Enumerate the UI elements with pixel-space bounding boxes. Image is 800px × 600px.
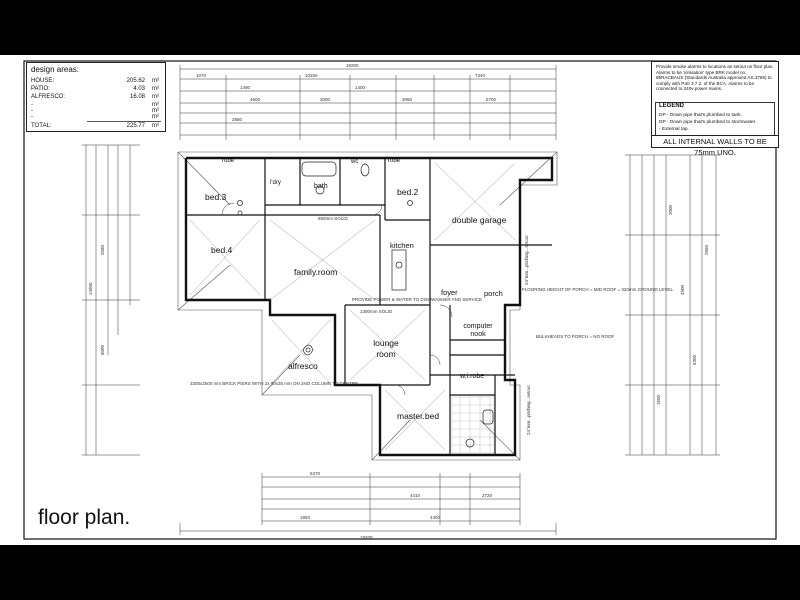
robe-door-note: 1300mm SOLID <box>360 309 393 314</box>
internal-walls <box>186 158 552 455</box>
dim-5700: 5700 <box>486 97 497 102</box>
dim-2650: 2650 <box>704 244 709 255</box>
dim-4500: 4500 <box>250 97 261 102</box>
design-areas-heading: design areas: <box>31 65 80 74</box>
legend-item-stormwater: DP - Down pipe that's plumbed to stormwa… <box>659 120 757 125</box>
room-label-family-room: family.room <box>294 267 338 277</box>
porch-height-note: FLOORING HEIGHT OF PORCH = MID ROOF = 32… <box>522 287 673 292</box>
kitchen-sink <box>395 261 403 269</box>
door-swings <box>221 202 453 396</box>
area-row-alfresco: ALFRESCO: 16.08 m² <box>31 94 159 100</box>
room-label-foyer: foyer <box>441 288 458 297</box>
legend-panel: LEGEND DP - Down pipe that's plumbed to … <box>655 102 775 138</box>
internal-walls-note: ALL INTERNAL WALLS TO BE 75mm UNO. <box>651 135 779 157</box>
legend-item-tank: DP - Down pipe that's plumbed to tank. <box>659 113 742 118</box>
dim-1400: 1400 <box>355 85 366 90</box>
legend-title: LEGEND <box>659 103 685 109</box>
smoke-alarm-note: Provide smoke alarms to locations as set… <box>656 64 774 92</box>
right-dimension-lines <box>625 154 720 456</box>
toilet <box>360 163 370 177</box>
area-row-blank-3: - m² <box>31 114 159 120</box>
dim-5300: 5300 <box>692 354 697 365</box>
room-label-master-bed: master.bed <box>397 411 440 421</box>
room-label-laundry: l'dry <box>270 180 281 186</box>
left-dimension-lines <box>82 144 140 456</box>
fixtures <box>237 161 494 448</box>
legend-item-tap: - External tap. <box>659 127 689 132</box>
alfresco-pier-note: 3300x2500 mm BRICK PIERS WITH 2x 90x35 m… <box>190 381 358 386</box>
bathtub <box>301 161 337 177</box>
area-row-house: HOUSE: 205.62 m² <box>31 78 159 84</box>
dim-8000-left: 8000 <box>100 344 105 355</box>
dim-4300: 4300 <box>430 515 441 520</box>
tile-hatch <box>451 396 495 454</box>
smoke-alarm-1 <box>237 200 243 206</box>
dim-2850: 2850 <box>232 117 243 122</box>
area-row-patio: PATIO: 4.03 m² <box>31 86 159 92</box>
smoke-alarm-3 <box>237 210 243 216</box>
dim-4900: 4900 <box>680 284 685 295</box>
area-row-blank-2: - m² <box>31 108 159 114</box>
family-door-note: 860mm SOLID <box>318 216 349 221</box>
dim-3580: 3580 <box>100 244 105 255</box>
notes-panel: Provide smoke alarms to locations as set… <box>651 61 779 145</box>
ensuite-basin <box>465 438 475 448</box>
room-diagonals <box>189 162 516 451</box>
room-label-robe-1: robe <box>222 158 235 164</box>
areas-total-rule <box>87 121 161 122</box>
room-label-bed-2: bed.2 <box>397 187 419 197</box>
room-label-alfresco: alfresco <box>288 361 318 371</box>
room-label-kitchen: kitchen <box>390 241 414 250</box>
dim-10250: 10250 <box>305 73 318 78</box>
dim-6370: 6370 <box>310 471 321 476</box>
dim-7340: 7340 <box>475 73 486 78</box>
room-label-walk-in-robe: w.i.robe <box>460 373 485 380</box>
dim-overall-bottom: 19200 <box>360 535 373 540</box>
room-label-bed-3: bed.3 <box>205 192 227 202</box>
dim-overall-top: 19200 <box>346 63 359 68</box>
dim-3720: 3720 <box>482 493 493 498</box>
basin <box>315 185 325 195</box>
kitchen-island <box>391 249 407 291</box>
master-pitch-note: 24°mm...pitching...setout <box>526 385 531 435</box>
bottom-dimension-lines <box>179 473 557 535</box>
room-label-robe-2: robe <box>388 158 401 164</box>
room-label-double-garage: double garage <box>452 215 507 225</box>
exterior-walls <box>184 156 554 457</box>
room-label-wc: wc <box>351 159 359 165</box>
dim-1070: 1070 <box>196 73 207 78</box>
room-label-lounge-room: lounge room <box>373 338 399 359</box>
dim-3060: 3060 <box>402 97 413 102</box>
roof-outline <box>177 151 558 461</box>
dim-1490: 1490 <box>240 85 251 90</box>
dim-14900: 14900 <box>88 282 93 295</box>
dim-4410: 4410 <box>410 493 421 498</box>
dim-1850: 1850 <box>300 515 311 520</box>
ensuite-toilet <box>482 409 494 425</box>
top-dimension-lines <box>179 65 557 140</box>
design-areas-panel: design areas: HOUSE: 205.62 m² PATIO: 4.… <box>26 62 166 132</box>
ceiling-fan-blades <box>302 344 314 356</box>
room-label-bed-4: bed.4 <box>211 245 233 255</box>
room-label-porch: porch <box>484 289 503 298</box>
dim-2000: 2000 <box>668 204 673 215</box>
area-row-blank-1: - m² <box>31 102 159 108</box>
area-row-total: TOTAL: 225.77 m² <box>31 123 159 129</box>
smoke-alarm-2 <box>407 200 413 206</box>
kitchen-power-note: PROVIDE POWER & WATER TO DISHWASHER AND … <box>352 297 482 302</box>
floor-plan-drawing: 19200 1070 10250 7340 1490 1400 4500 300… <box>23 60 777 540</box>
ceiling-fan-hub <box>305 347 311 353</box>
bulkhead-note: BULKHEADS TO PORCH = NO ROOF <box>536 334 614 339</box>
garage-pitch-note: 24°mm...pitching...setout <box>524 235 529 285</box>
floor-plan-title: floor plan. <box>38 506 131 529</box>
plan-paper: 19200 1070 10250 7340 1490 1400 4500 300… <box>0 55 800 545</box>
room-label-computer-nook: computer nook <box>463 323 493 338</box>
dim-3000: 3000 <box>320 97 331 102</box>
dim-1600: 1600 <box>656 394 661 405</box>
room-label-bath: bath <box>314 183 328 190</box>
